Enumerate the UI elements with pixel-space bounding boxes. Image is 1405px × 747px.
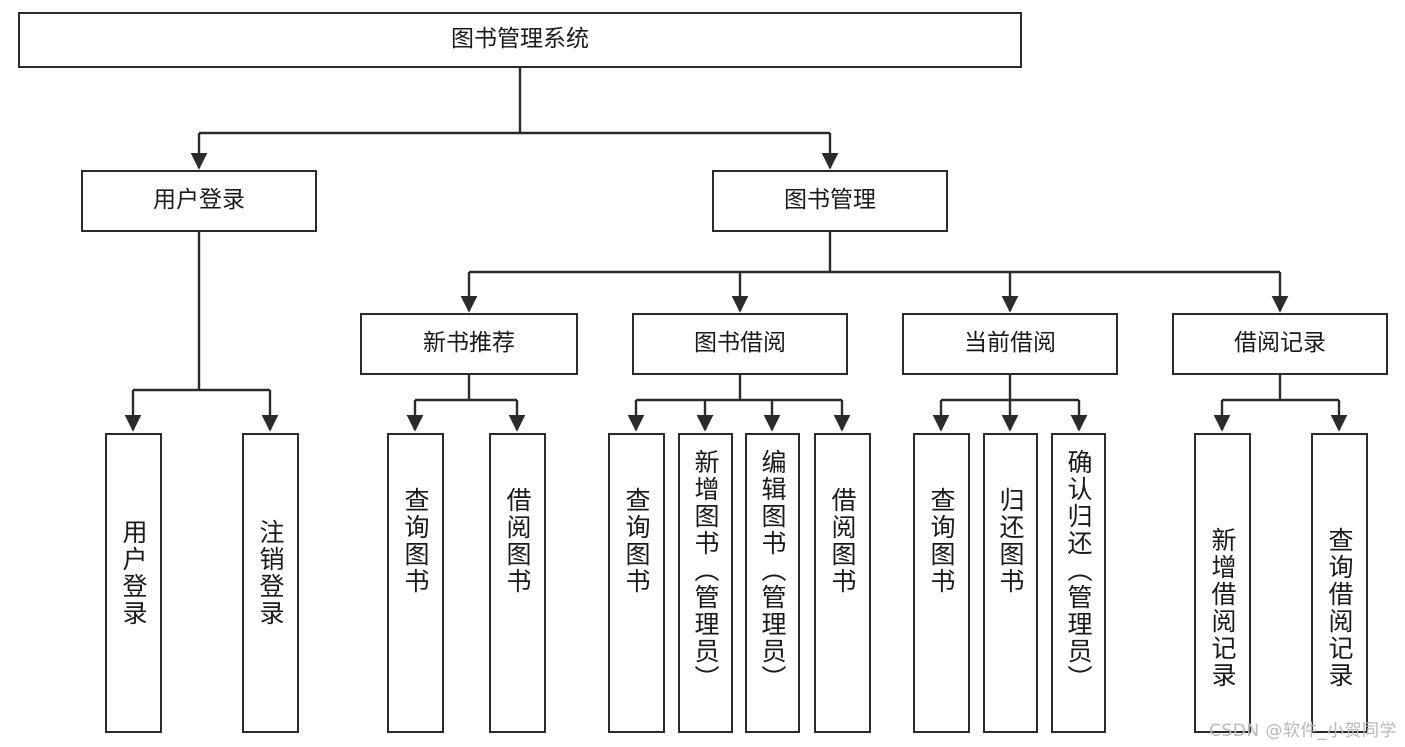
node-leaf-user-login[interactable]: 用户登录 <box>105 433 162 733</box>
node-label: 编辑图书（管理员） <box>758 449 787 692</box>
node-label: 当前借阅 <box>964 330 1056 357</box>
node-leaf-edit-book-admin[interactable]: 编辑图书（管理员） <box>745 433 800 733</box>
node-borrow-record[interactable]: 借阅记录 <box>1172 313 1388 375</box>
node-label: 查询图书 <box>622 487 651 595</box>
node-label: 借阅图书 <box>503 487 532 595</box>
node-current-borrow[interactable]: 当前借阅 <box>902 313 1118 375</box>
node-leaf-query-borrow-record[interactable]: 查询借阅记录 <box>1311 433 1368 733</box>
node-leaf-return-book[interactable]: 归还图书 <box>983 433 1038 733</box>
node-label: 用户登录 <box>153 187 245 214</box>
node-label: 注销登录 <box>256 519 285 627</box>
node-label: 图书管理系统 <box>451 26 589 53</box>
node-label: 图书借阅 <box>694 330 786 357</box>
node-new-book-recommend[interactable]: 新书推荐 <box>360 313 578 375</box>
node-label: 图书管理 <box>784 187 876 214</box>
node-label: 新增借阅记录 <box>1208 527 1237 689</box>
node-user-login[interactable]: 用户登录 <box>81 170 317 232</box>
node-label: 查询借阅记录 <box>1325 527 1354 689</box>
node-leaf-query-book-cb[interactable]: 查询图书 <box>913 433 970 733</box>
node-label: 新书推荐 <box>423 330 515 357</box>
node-leaf-add-book-admin[interactable]: 新增图书（管理员） <box>678 433 733 733</box>
node-label: 确认归还（管理员） <box>1064 449 1093 692</box>
node-root-system[interactable]: 图书管理系统 <box>18 12 1022 68</box>
node-label: 查询图书 <box>401 487 430 595</box>
node-leaf-confirm-return-admin[interactable]: 确认归还（管理员） <box>1051 433 1106 733</box>
node-leaf-logout[interactable]: 注销登录 <box>242 433 299 733</box>
node-leaf-borrow-book-bb[interactable]: 借阅图书 <box>814 433 871 733</box>
node-label: 新增图书（管理员） <box>691 449 720 692</box>
node-label: 用户登录 <box>119 519 148 627</box>
node-leaf-add-borrow-record[interactable]: 新增借阅记录 <box>1194 433 1251 733</box>
node-book-management[interactable]: 图书管理 <box>712 170 948 232</box>
node-leaf-query-book-bb[interactable]: 查询图书 <box>608 433 665 733</box>
node-leaf-borrow-book-nb[interactable]: 借阅图书 <box>489 433 546 733</box>
node-label: 借阅图书 <box>828 487 857 595</box>
node-label: 查询图书 <box>927 487 956 595</box>
node-label: 借阅记录 <box>1234 330 1326 357</box>
node-label: 归还图书 <box>996 487 1025 595</box>
node-leaf-query-book-nb[interactable]: 查询图书 <box>387 433 444 733</box>
node-book-borrow[interactable]: 图书借阅 <box>632 313 848 375</box>
csdn-watermark: CSDN @软件_小贺同学 <box>1209 721 1397 741</box>
